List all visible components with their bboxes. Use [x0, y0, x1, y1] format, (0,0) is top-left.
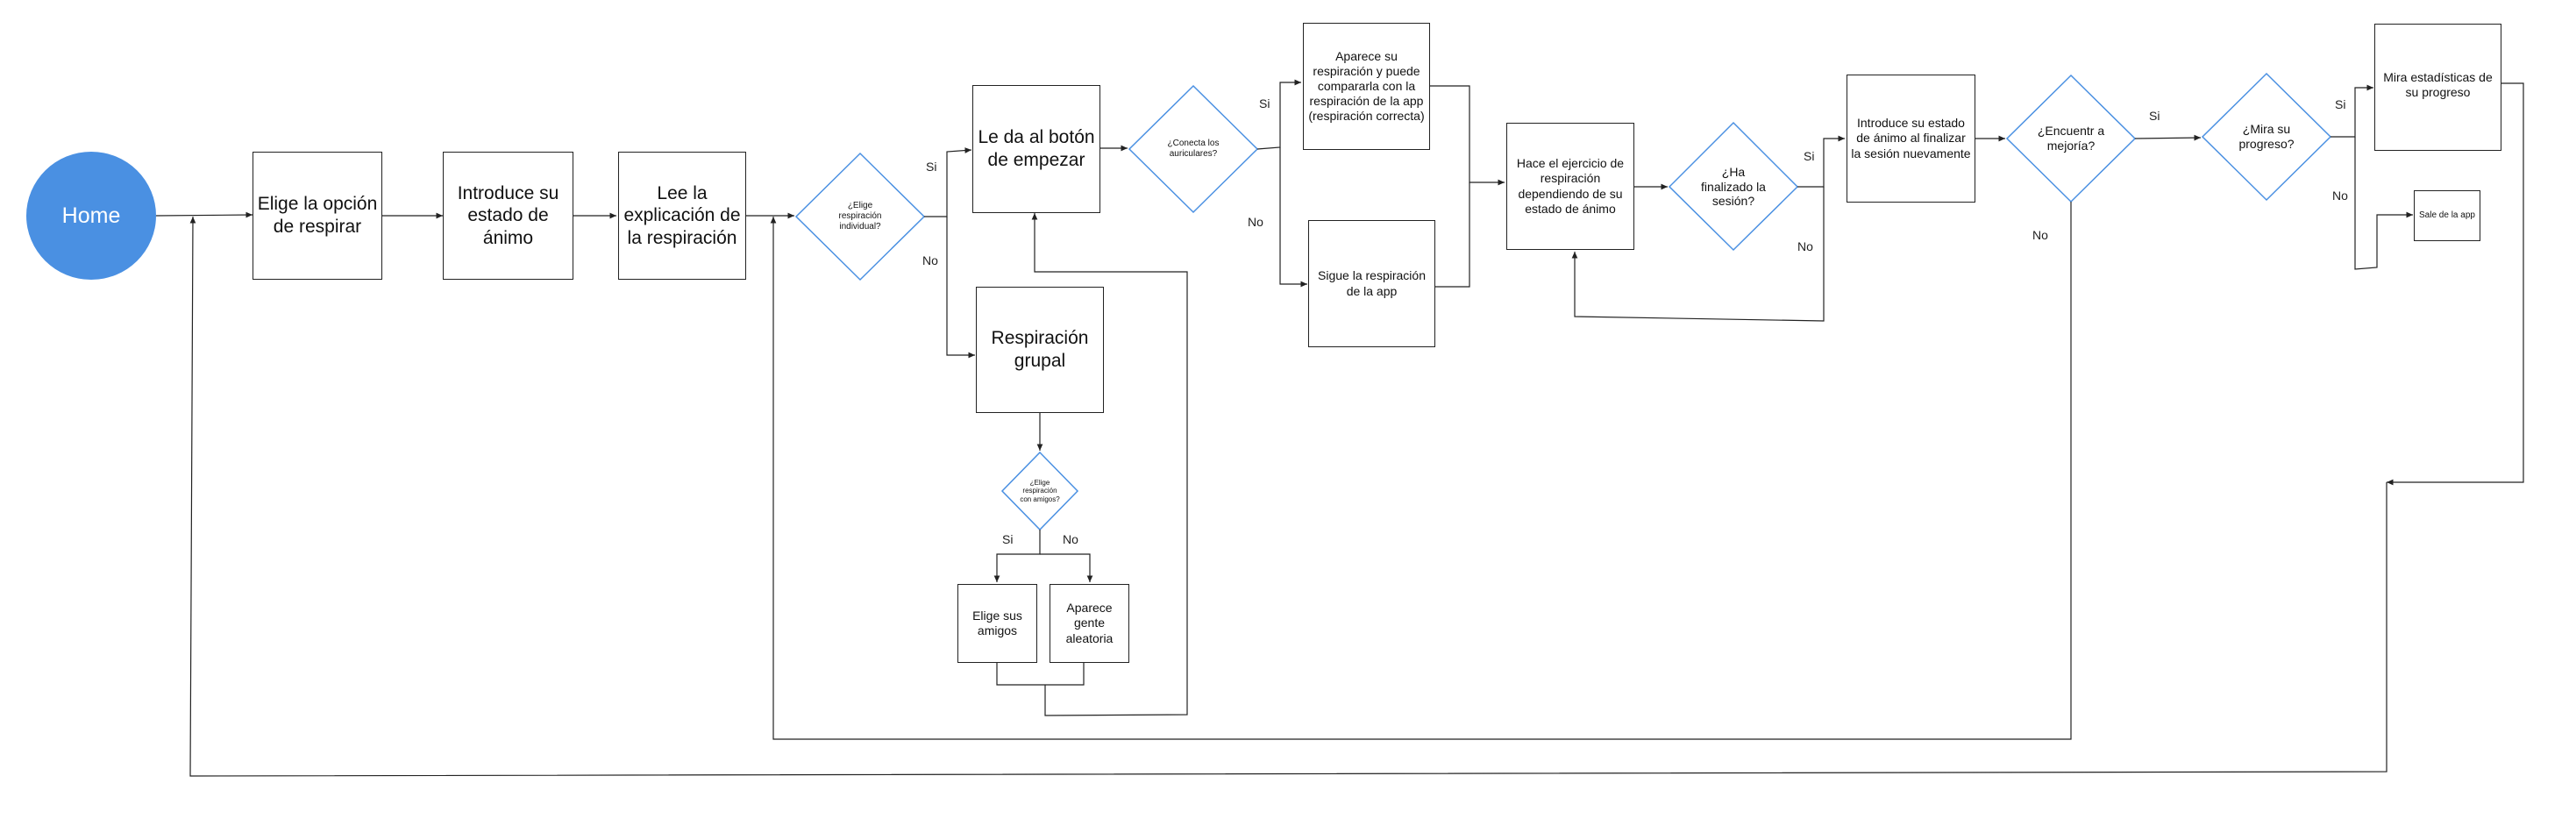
edge-label-finalizado-no: No [1797, 239, 1813, 253]
decision-diamond-finalizado [1668, 121, 1799, 252]
edge-label-individual-no: No [922, 253, 938, 267]
edge-label-mejoria-no: No [2032, 228, 2048, 242]
introduce-final-label: Introduce su estado de ánimo al finaliza… [1851, 116, 1971, 160]
sigue-respiracion-label: Sigue la respiración de la app [1318, 268, 1426, 298]
estadisticas-label: Mira estadísticas de su progreso [2383, 70, 2493, 100]
edge-finalizado-si [1797, 135, 1845, 188]
aparece-respiracion-label: Aparece su respiración y puede compararl… [1308, 48, 1425, 124]
edge-finalizado-no [1571, 187, 1825, 322]
edge-label-mejoria-si: Si [2149, 109, 2160, 123]
edge-label-amigos-si: Si [1002, 532, 1014, 546]
edge-label-finalizado-si: Si [1804, 149, 1815, 163]
decision-diamond-auriculares [1128, 84, 1259, 214]
boton-empezar-label: Le da al botón de empezar [978, 127, 1095, 170]
edge-loop-to-empezar [1031, 213, 1188, 716]
edge-merge-amigos [996, 663, 1085, 686]
box-estadisticas: Mira estadísticas de su progreso [2374, 24, 2501, 151]
home-label: Home [61, 203, 121, 228]
sale-app-label: Sale de la app [2419, 210, 2475, 220]
edge-amigos-si [993, 530, 1041, 582]
edge-auriculares-si [1256, 79, 1301, 150]
edge-estadisticas-return [2387, 82, 2524, 486]
hace-ejercicio-label: Hace el ejercicio de respiración dependi… [1516, 156, 1625, 216]
edge-mejoria-no-loop [770, 202, 2072, 740]
edge-label-amigos-no: No [1063, 532, 1078, 546]
lee-explicacion-label: Lee la explicación de la respiración [623, 182, 741, 248]
auriculares-question: ¿Conecta los auriculares? [1167, 139, 1220, 159]
box-hace-ejercicio: Hace el ejercicio de respiración dependi… [1506, 123, 1634, 250]
edge-amigos-no [1040, 553, 1093, 582]
edge-individual-si [924, 147, 972, 217]
box-aparece-respiracion: Aparece su respiración y puede compararl… [1303, 23, 1430, 150]
box-lee-explicacion: Lee la explicación de la respiración [618, 152, 746, 280]
box-boton-empezar: Le da al botón de empezar [972, 85, 1100, 213]
box-elige-amigos: Elige sus amigos [957, 584, 1037, 663]
gente-aleatoria-label: Aparece gente aleatoria [1065, 601, 1114, 645]
progreso-question: ¿Mira su progreso? [2238, 122, 2295, 151]
elige-amigos-label: Elige sus amigos [972, 608, 1022, 637]
box-sigue-respiracion: Sigue la respiración de la app [1308, 220, 1435, 347]
elige-respirar-label: Elige la opción de respirar [257, 194, 378, 237]
edge-label-progreso-no: No [2332, 189, 2348, 203]
decision-diamond-individual [794, 152, 926, 281]
edge-label-auriculares-si: Si [1259, 96, 1270, 110]
box-introduce-final: Introduce su estado de ánimo al finaliza… [1847, 75, 1975, 203]
mejoria-question: ¿Encuentr a mejoría? [2037, 124, 2105, 153]
box-respiracion-grupal: Respiración grupal [976, 287, 1104, 413]
home-start-node: Home [26, 152, 156, 280]
introduce-animo-label: Introduce su estado de ánimo [457, 182, 559, 248]
decision-diamond-progreso [2201, 72, 2332, 202]
individual-question: ¿Elige respiración individual? [838, 201, 882, 231]
box-sale-app: Sale de la app [2414, 190, 2480, 241]
amigos-question: ¿Elige respiración con amigos? [1020, 478, 1060, 503]
edge-label-individual-si: Si [926, 160, 937, 174]
respiracion-grupal-label: Respiración grupal [991, 328, 1089, 371]
finalizado-question: ¿Ha finalizado la sesión? [1701, 164, 1766, 209]
edge-sigue-to-ejercicio [1435, 182, 1470, 288]
edge-individual-no [946, 217, 975, 359]
edge-mejoria-si [2134, 134, 2202, 141]
box-elige-respirar: Elige la opción de respirar [253, 152, 382, 280]
edge-progreso-si [2330, 84, 2373, 138]
edge-label-progreso-si: Si [2335, 97, 2346, 111]
edge-loop-to-home [189, 216, 2387, 777]
box-introduce-animo: Introduce su estado de ánimo [443, 152, 573, 280]
edge-auriculares-no [1279, 147, 1307, 288]
box-gente-aleatoria: Aparece gente aleatoria [1050, 584, 1129, 663]
edge-progreso-no [2354, 137, 2413, 270]
edge-aparece-to-ejercicio [1430, 85, 1505, 186]
edge-label-auriculares-no: No [1248, 215, 1263, 229]
edge-home-to-elige [155, 211, 253, 218]
